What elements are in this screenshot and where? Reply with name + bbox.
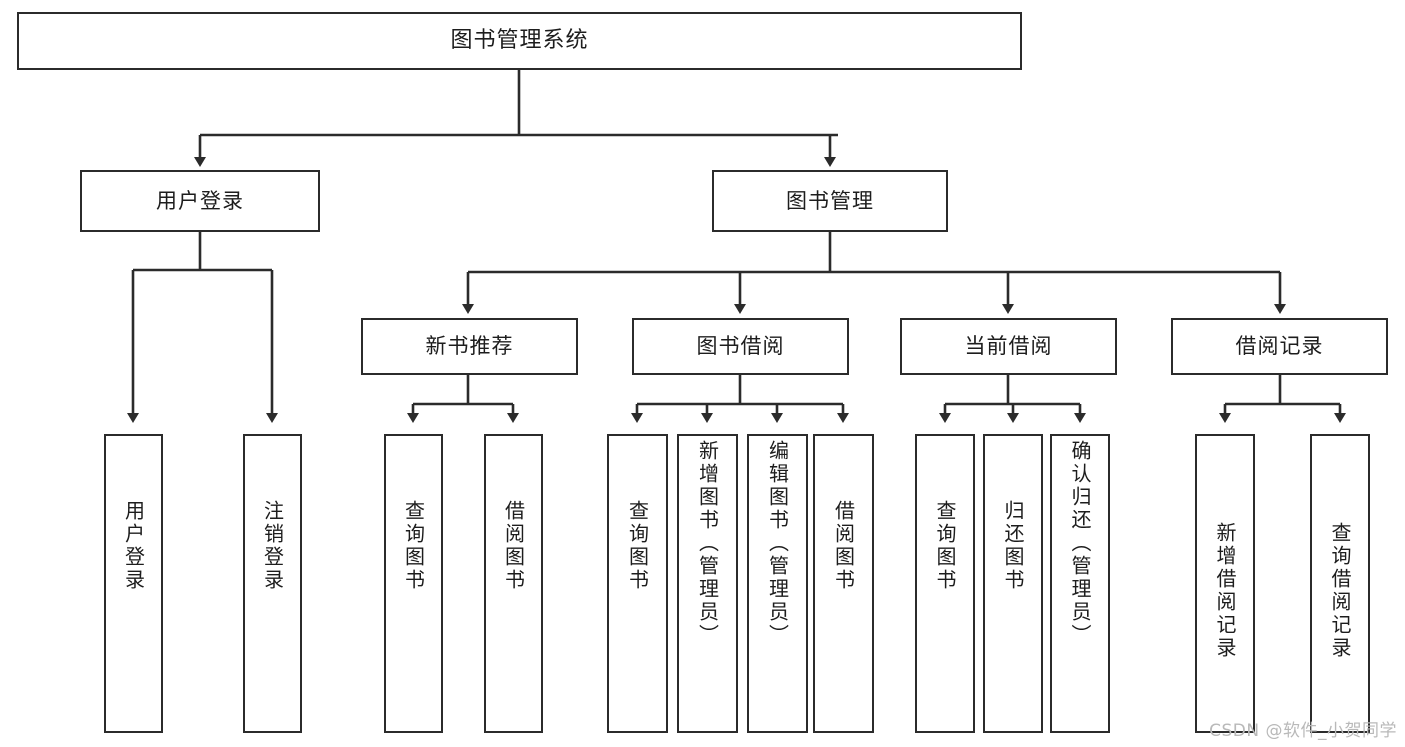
node-new-book-recommend-label: 新书推荐 bbox=[425, 334, 514, 359]
node-borrow-record-label: 借阅记录 bbox=[1235, 334, 1324, 359]
node-borrow-record[interactable]: 借阅记录 bbox=[1171, 318, 1388, 375]
leaf-current-borrow-return-label: 归还图书 bbox=[1001, 500, 1025, 592]
leaf-borrow-record-add-label: 新增借阅记录 bbox=[1213, 522, 1237, 660]
leaf-new-book-query-label: 查询图书 bbox=[401, 500, 426, 592]
node-user-login[interactable]: 用户登录 bbox=[80, 170, 320, 232]
leaf-book-borrow-edit[interactable]: 编辑图书（管理员） bbox=[747, 434, 808, 733]
leaf-borrow-record-query[interactable]: 查询借阅记录 bbox=[1310, 434, 1370, 733]
leaf-user-login-login[interactable]: 用户登录 bbox=[104, 434, 163, 733]
leaf-current-borrow-confirm-label: 确认归还（管理员） bbox=[1068, 440, 1092, 647]
node-root-system[interactable]: 图书管理系统 bbox=[17, 12, 1022, 70]
node-book-management-label: 图书管理 bbox=[786, 188, 874, 213]
node-book-management[interactable]: 图书管理 bbox=[712, 170, 948, 232]
leaf-user-login-logout[interactable]: 注销登录 bbox=[243, 434, 302, 733]
node-new-book-recommend[interactable]: 新书推荐 bbox=[361, 318, 578, 375]
leaf-book-borrow-edit-label: 编辑图书（管理员） bbox=[765, 440, 790, 647]
leaf-book-borrow-query-label: 查询图书 bbox=[625, 500, 650, 592]
leaf-book-borrow-add-label: 新增图书（管理员） bbox=[695, 440, 720, 647]
leaf-user-login-login-label: 用户登录 bbox=[121, 500, 146, 592]
leaf-new-book-query[interactable]: 查询图书 bbox=[384, 434, 443, 733]
leaf-borrow-record-query-label: 查询借阅记录 bbox=[1328, 522, 1352, 660]
csdn-watermark: CSDN @软件_小贺同学 bbox=[1209, 721, 1397, 741]
leaf-new-book-borrow[interactable]: 借阅图书 bbox=[484, 434, 543, 733]
leaf-user-login-logout-label: 注销登录 bbox=[260, 500, 285, 592]
leaf-current-borrow-query[interactable]: 查询图书 bbox=[915, 434, 975, 733]
node-current-borrow-label: 当前借阅 bbox=[964, 334, 1053, 359]
leaf-book-borrow-add[interactable]: 新增图书（管理员） bbox=[677, 434, 738, 733]
leaf-current-borrow-confirm[interactable]: 确认归还（管理员） bbox=[1050, 434, 1110, 733]
leaf-current-borrow-return[interactable]: 归还图书 bbox=[983, 434, 1043, 733]
leaf-book-borrow-borrow-label: 借阅图书 bbox=[831, 500, 856, 592]
leaf-book-borrow-borrow[interactable]: 借阅图书 bbox=[813, 434, 874, 733]
node-current-borrow[interactable]: 当前借阅 bbox=[900, 318, 1117, 375]
node-book-borrow[interactable]: 图书借阅 bbox=[632, 318, 849, 375]
leaf-new-book-borrow-label: 借阅图书 bbox=[501, 500, 526, 592]
node-book-borrow-label: 图书借阅 bbox=[696, 334, 785, 359]
leaf-current-borrow-query-label: 查询图书 bbox=[933, 500, 957, 592]
node-user-login-label: 用户登录 bbox=[156, 188, 244, 213]
node-root-system-label: 图书管理系统 bbox=[450, 28, 589, 54]
leaf-book-borrow-query[interactable]: 查询图书 bbox=[607, 434, 668, 733]
leaf-borrow-record-add[interactable]: 新增借阅记录 bbox=[1195, 434, 1255, 733]
